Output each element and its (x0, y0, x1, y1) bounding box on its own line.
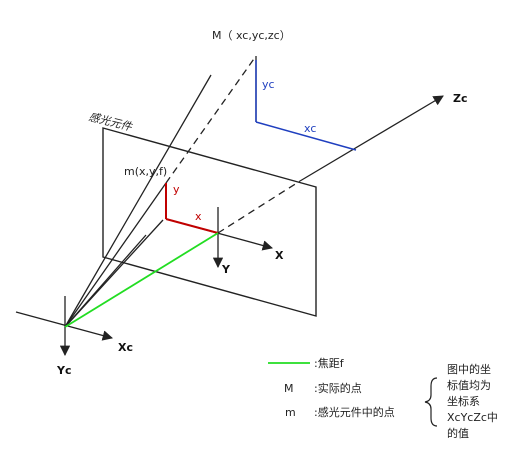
legend-note-line-5: 的值 (447, 426, 469, 440)
legend-note-line-4: XcYcZc中 (447, 411, 498, 424)
legend-note-line-3: 坐标系 (447, 394, 480, 408)
x-segment-label: x (195, 210, 202, 223)
legend-M-desc: :实际的点 (314, 381, 362, 395)
xc-segment-label: xc (304, 122, 316, 135)
legend-note-line-2: 标值均为 (447, 378, 491, 392)
y-segment-label: y (173, 183, 180, 196)
ray-to-M-dashed (165, 55, 257, 184)
sensor-plane (102, 127, 317, 317)
legend-note: 图中的坐 标值均为 坐标系 XcYcZc中 的值 (447, 362, 501, 440)
ray-to-M (64, 182, 167, 328)
ray-to-bottom (64, 234, 147, 328)
zc-axis-dashed (217, 180, 301, 234)
yc-axis-label: Yc (56, 364, 72, 377)
point-M-label: M（ xc,yc,zc） (212, 29, 291, 42)
xc-axis (15, 311, 114, 341)
legend-note-line-1: 图中的坐 (447, 362, 491, 376)
focal-length-line (64, 232, 219, 328)
legend-brace (424, 377, 438, 427)
zc-axis (299, 95, 444, 182)
y-label: Y (221, 263, 231, 276)
xc-segment (255, 121, 357, 151)
point-m-label: m(x,y,f) (124, 165, 167, 178)
x-segment (165, 218, 219, 234)
yc-segment-label: yc (262, 78, 275, 91)
legend-m-symbol: m (285, 406, 296, 419)
legend-focal-text: :焦距f (314, 357, 345, 370)
legend-m-desc: :感光元件中的点 (314, 405, 395, 419)
ray-to-top (64, 74, 212, 328)
xc-axis-label: Xc (118, 341, 133, 354)
zc-label: Zc (453, 92, 468, 105)
x-label: X (275, 249, 284, 262)
legend-M-symbol: M (284, 382, 294, 395)
